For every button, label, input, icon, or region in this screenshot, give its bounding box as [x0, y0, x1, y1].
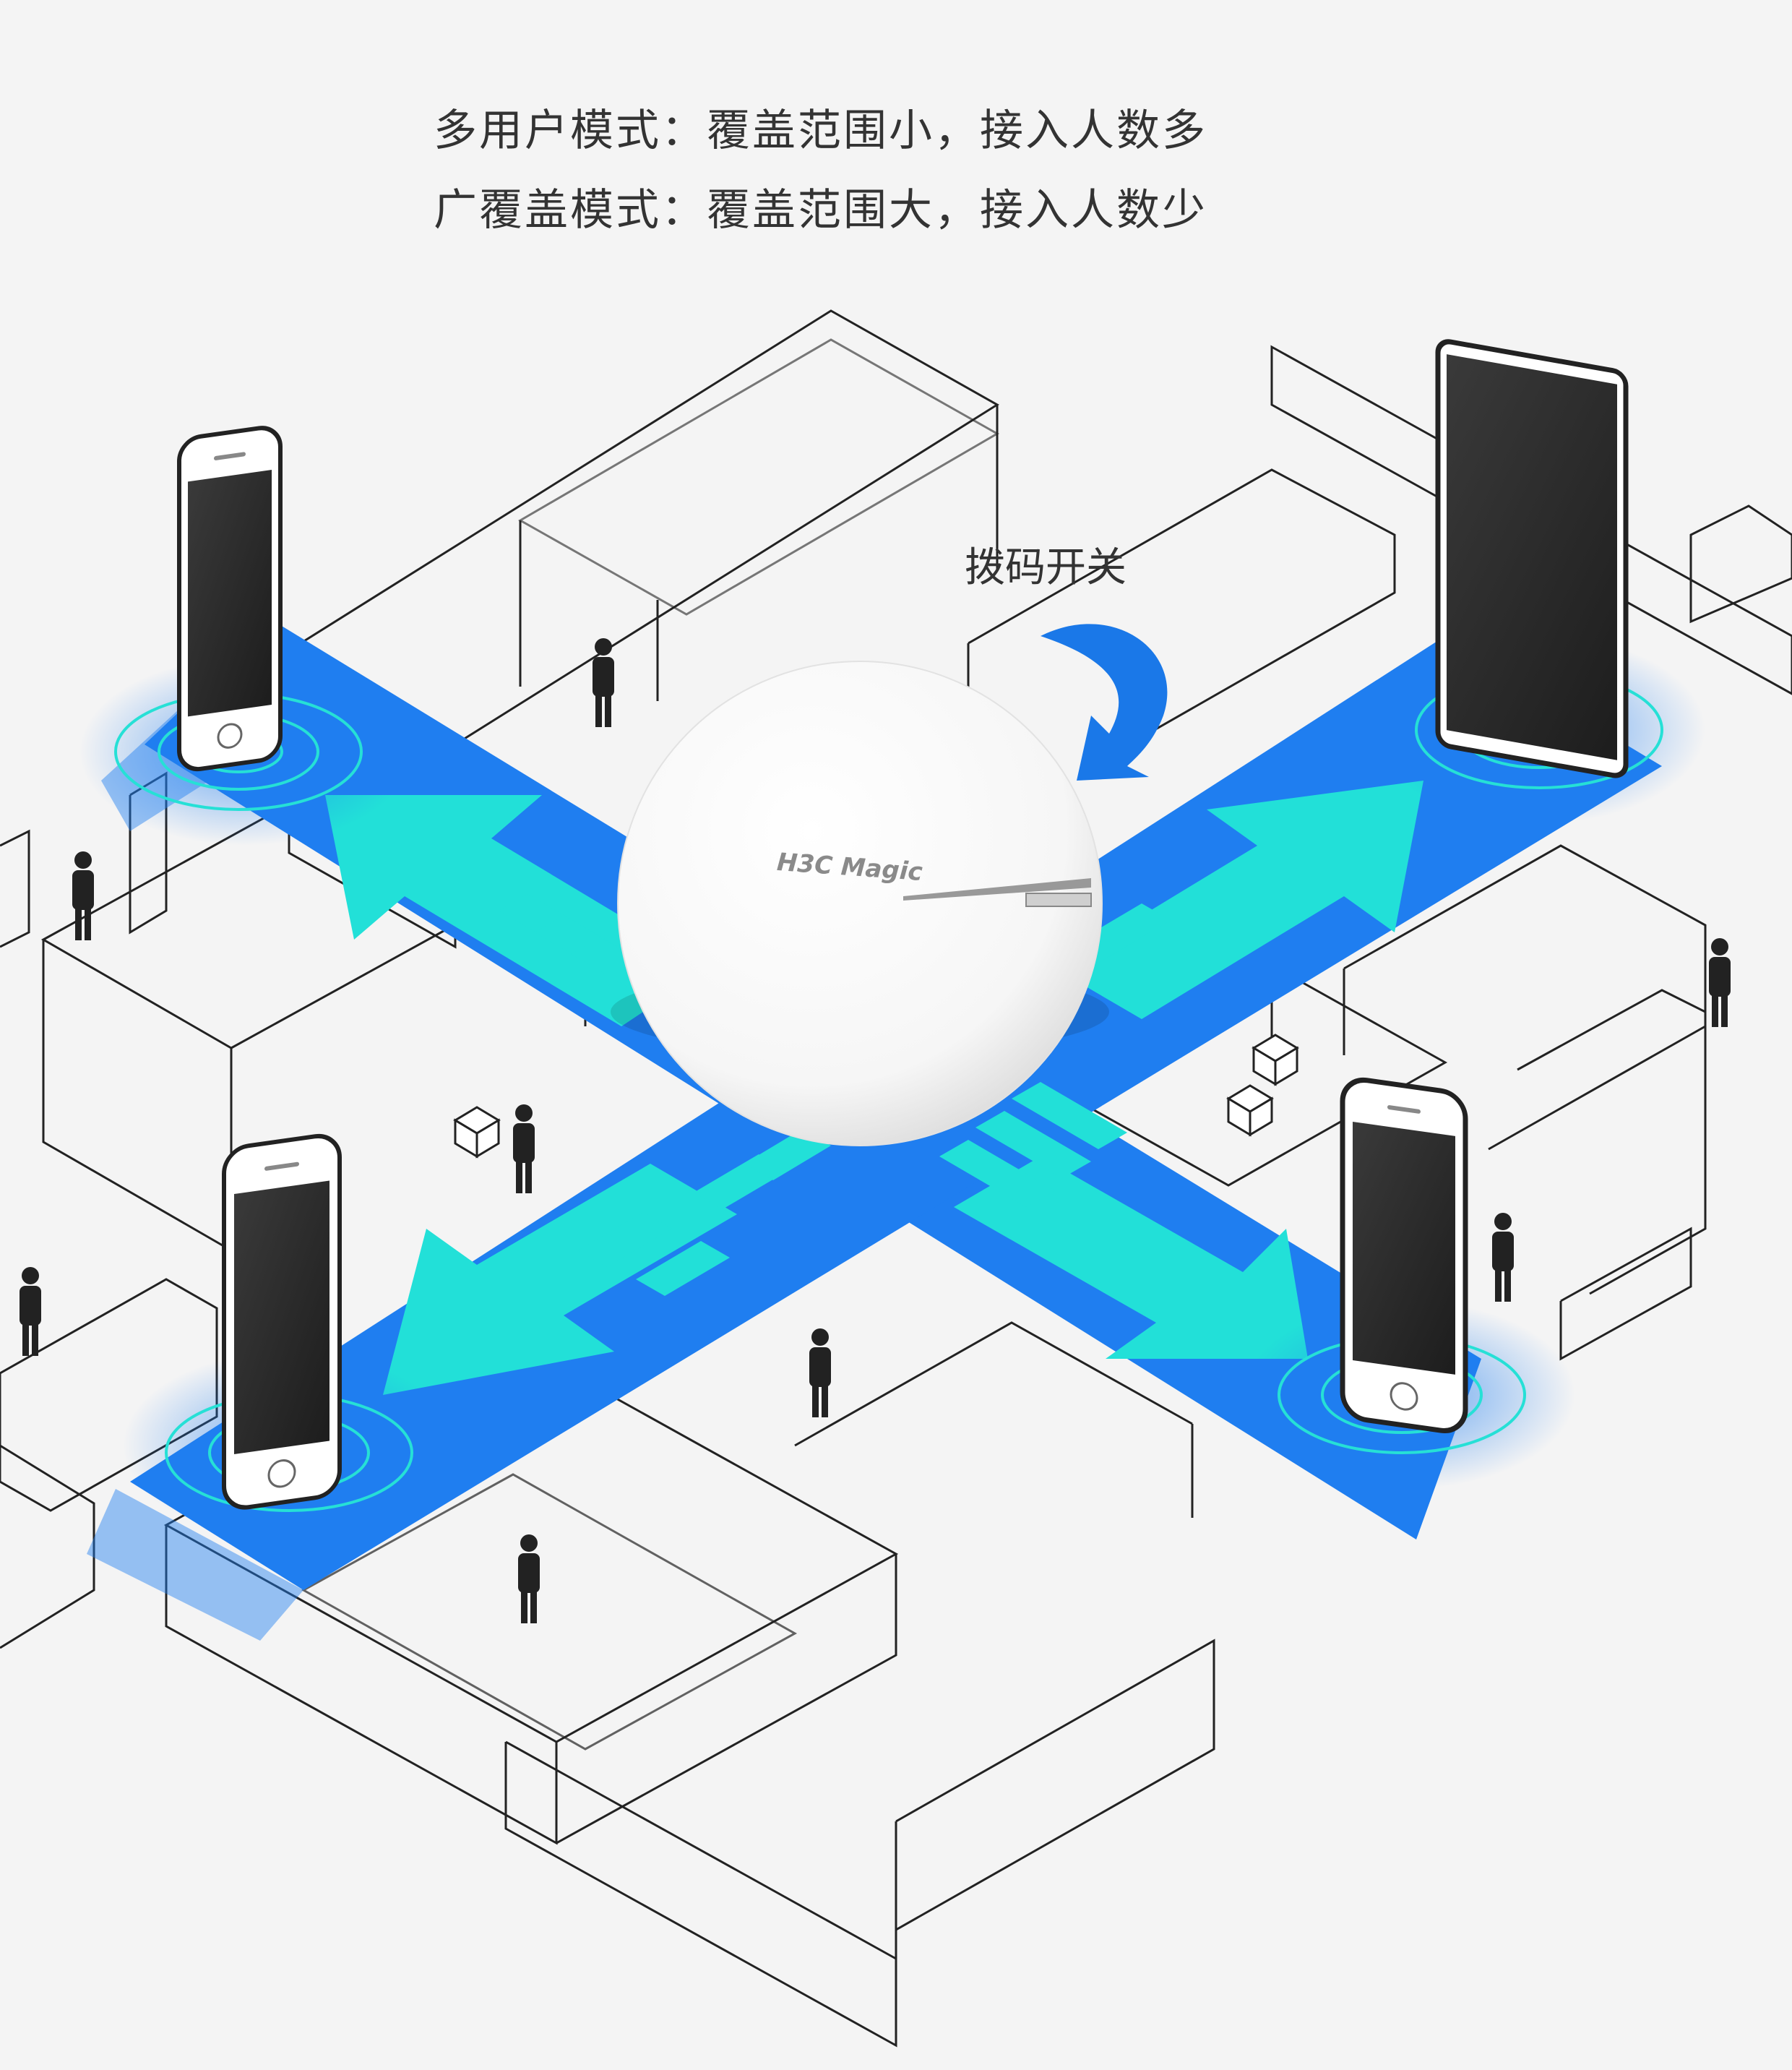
- people: [20, 638, 1731, 1623]
- arrow-lower-right: [954, 1156, 1308, 1359]
- access-point-device: [611, 661, 1109, 1146]
- person-icon: [518, 1534, 540, 1623]
- person-icon: [513, 1104, 535, 1193]
- dip-switch-label: 拨码开关: [965, 544, 1127, 591]
- person-icon: [20, 1267, 41, 1356]
- person-icon: [72, 851, 94, 940]
- cube-props: [453, 1034, 1299, 1159]
- arrow-upper-right: [1055, 781, 1423, 1019]
- dip-switch-callout-arrow: [1041, 624, 1168, 781]
- person-icon: [1492, 1213, 1514, 1302]
- crosswalk-lower-left: [578, 1129, 831, 1296]
- tablet-upper-right: [1435, 339, 1629, 778]
- phone-upper-left: [177, 426, 283, 772]
- phone-lower-right: [1340, 1077, 1468, 1433]
- person-icon: [1709, 938, 1731, 1027]
- person-icon: [809, 1328, 831, 1417]
- wide-coverage-mode-caption: 广覆盖模式：覆盖范围大，接入人数少: [434, 185, 1207, 236]
- crosswalk-lower-right: [939, 1082, 1127, 1207]
- multi-user-mode-caption: 多用户模式：覆盖范围小，接入人数多: [434, 106, 1207, 156]
- phone-lower-left: [222, 1133, 342, 1510]
- person-icon: [593, 638, 614, 727]
